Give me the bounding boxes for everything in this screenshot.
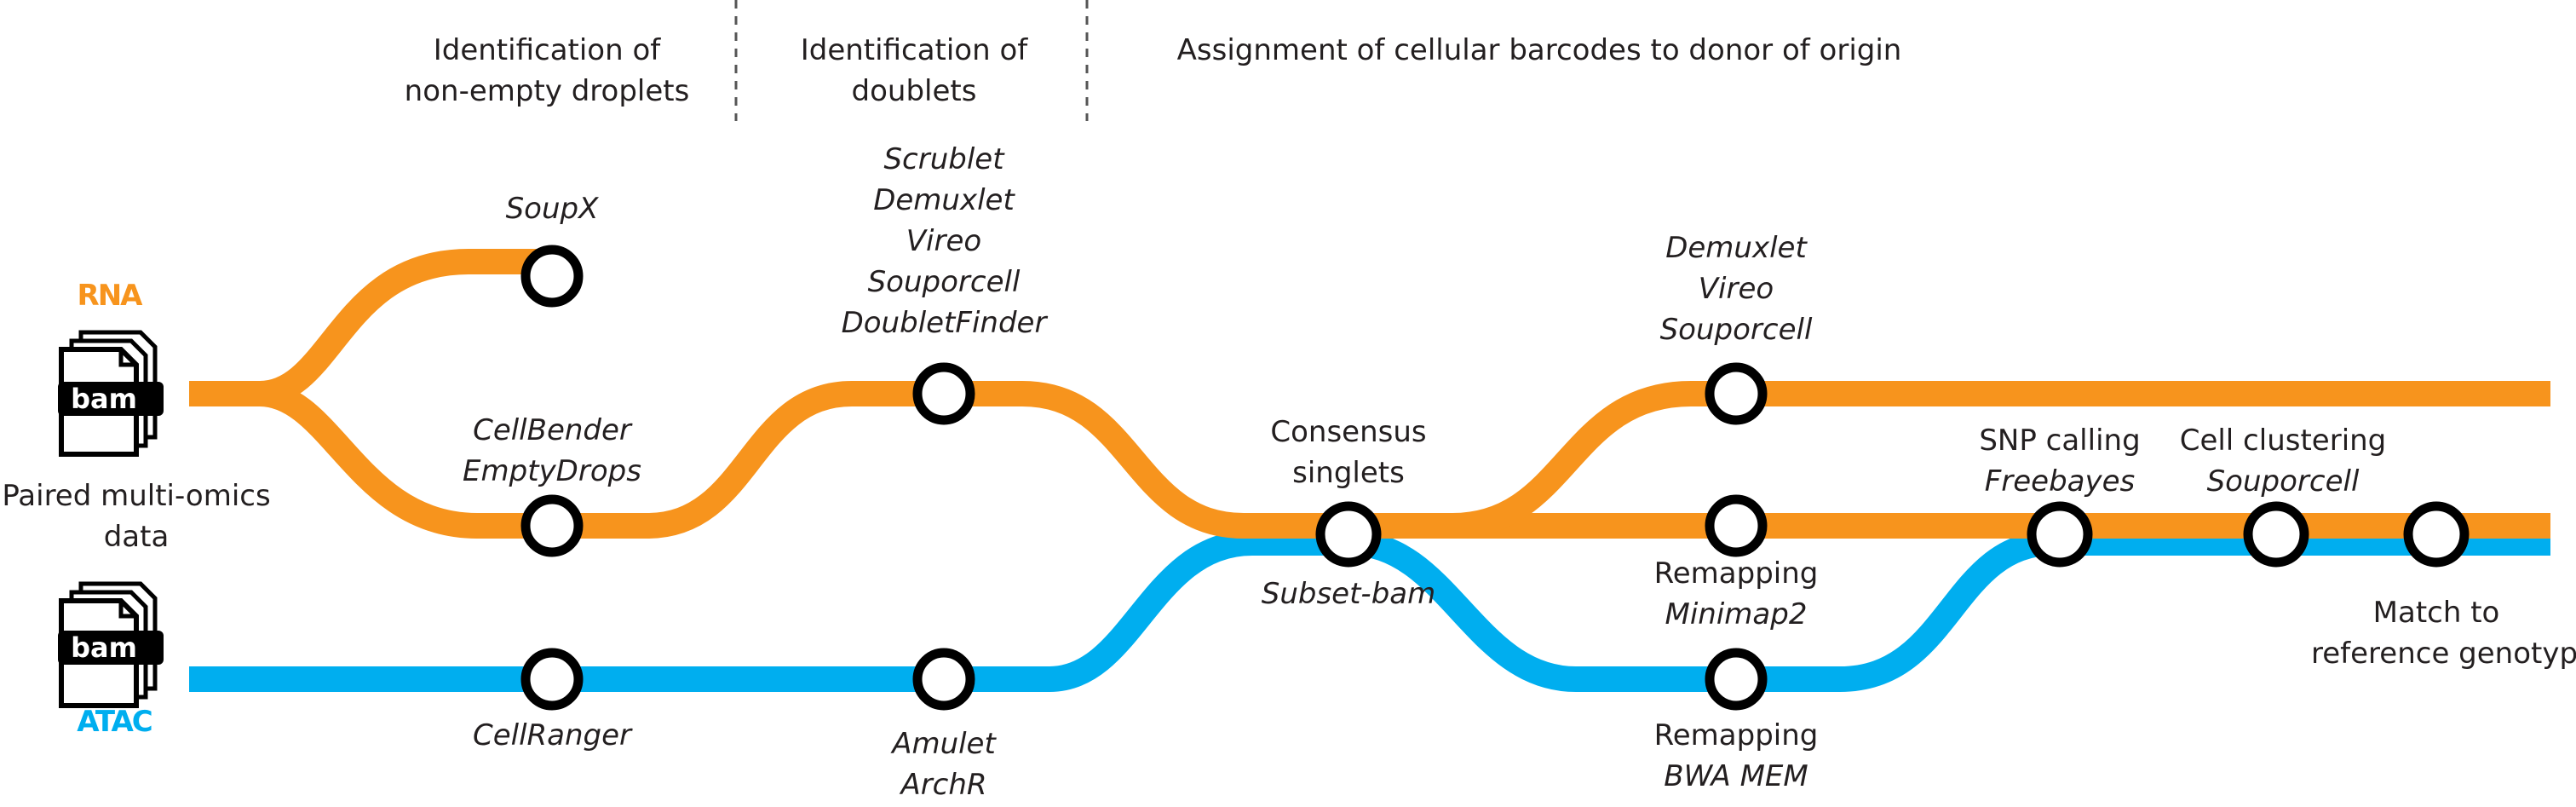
tool-souporcell-cluster: Souporcell <box>2207 464 2360 499</box>
atac-track <box>189 530 2550 692</box>
tool-souporcell-assign: Souporcell <box>1660 313 1813 347</box>
tool-amulet: Amulet <box>890 727 997 761</box>
tool-cellbender: CellBender <box>473 413 633 447</box>
node-cellranger <box>520 648 584 711</box>
node-demux-assign <box>1705 362 1768 425</box>
tool-minimap2: Minimap2 <box>1665 597 1808 631</box>
rna-bam-file-icon <box>58 330 164 457</box>
atac-label: ATAC <box>77 705 152 739</box>
node-snp <box>2027 501 2093 568</box>
node-soupx <box>520 245 584 308</box>
node-remap-bwa <box>1705 648 1768 711</box>
tool-demuxlet-assign: Demuxlet <box>1665 231 1808 265</box>
node-match <box>2403 501 2470 568</box>
atac-bam-label: bam <box>71 631 137 664</box>
match-label: reference genotype <box>2311 637 2576 671</box>
rna-bam-label: bam <box>71 383 137 415</box>
tool-archr: ArchR <box>899 768 986 802</box>
tool-scrublet: Scrublet <box>883 142 1005 176</box>
remap-bwa-label: Remapping <box>1654 718 1819 752</box>
remap-minimap-label: Remapping <box>1654 556 1819 591</box>
tool-demuxlet: Demuxlet <box>873 183 1015 217</box>
node-doublets-rna <box>912 362 975 425</box>
node-consensus <box>1315 501 1382 568</box>
tool-subset-bam: Subset-bam <box>1262 577 1435 611</box>
rna-label: RNA <box>78 279 144 313</box>
tool-cellranger: CellRanger <box>473 718 633 752</box>
header-doublets: Identification of <box>801 33 1029 67</box>
header-non-empty: Identification of <box>434 33 662 67</box>
paired-data-label: data <box>104 520 170 554</box>
header-doublets: doublets <box>852 74 977 108</box>
tool-freebayes: Freebayes <box>1985 464 2136 499</box>
paired-data-label: Paired multi-omics <box>2 479 270 513</box>
match-label: Match to <box>2373 596 2500 630</box>
tool-vireo: Vireo <box>906 224 981 258</box>
consensus-label: Consensus <box>1270 415 1426 449</box>
tool-souporcell: Souporcell <box>868 265 1021 299</box>
consensus-label: singlets <box>1292 456 1405 490</box>
rna-track <box>189 249 2550 539</box>
nodes <box>520 245 2470 711</box>
tool-vireo-assign: Vireo <box>1699 272 1774 306</box>
tool-doubletfinder: DoubletFinder <box>842 306 1049 340</box>
node-clustering <box>2243 501 2309 568</box>
header-assignment: Assignment of cellular barcodes to donor… <box>1177 33 1902 67</box>
tool-soupx: SoupX <box>506 192 600 226</box>
atac-bam-file-icon <box>58 581 164 708</box>
tool-emptydrops: EmptyDrops <box>463 454 641 488</box>
node-doublets-atac <box>912 648 975 711</box>
cell-clustering-label: Cell clustering <box>2180 424 2387 458</box>
snp-calling-label: SNP calling <box>1979 424 2140 458</box>
header-non-empty: non-empty droplets <box>405 74 690 108</box>
tool-bwa-mem: BWA MEM <box>1664 759 1808 793</box>
node-cellbender <box>520 494 584 557</box>
node-remap-minimap <box>1705 494 1768 557</box>
